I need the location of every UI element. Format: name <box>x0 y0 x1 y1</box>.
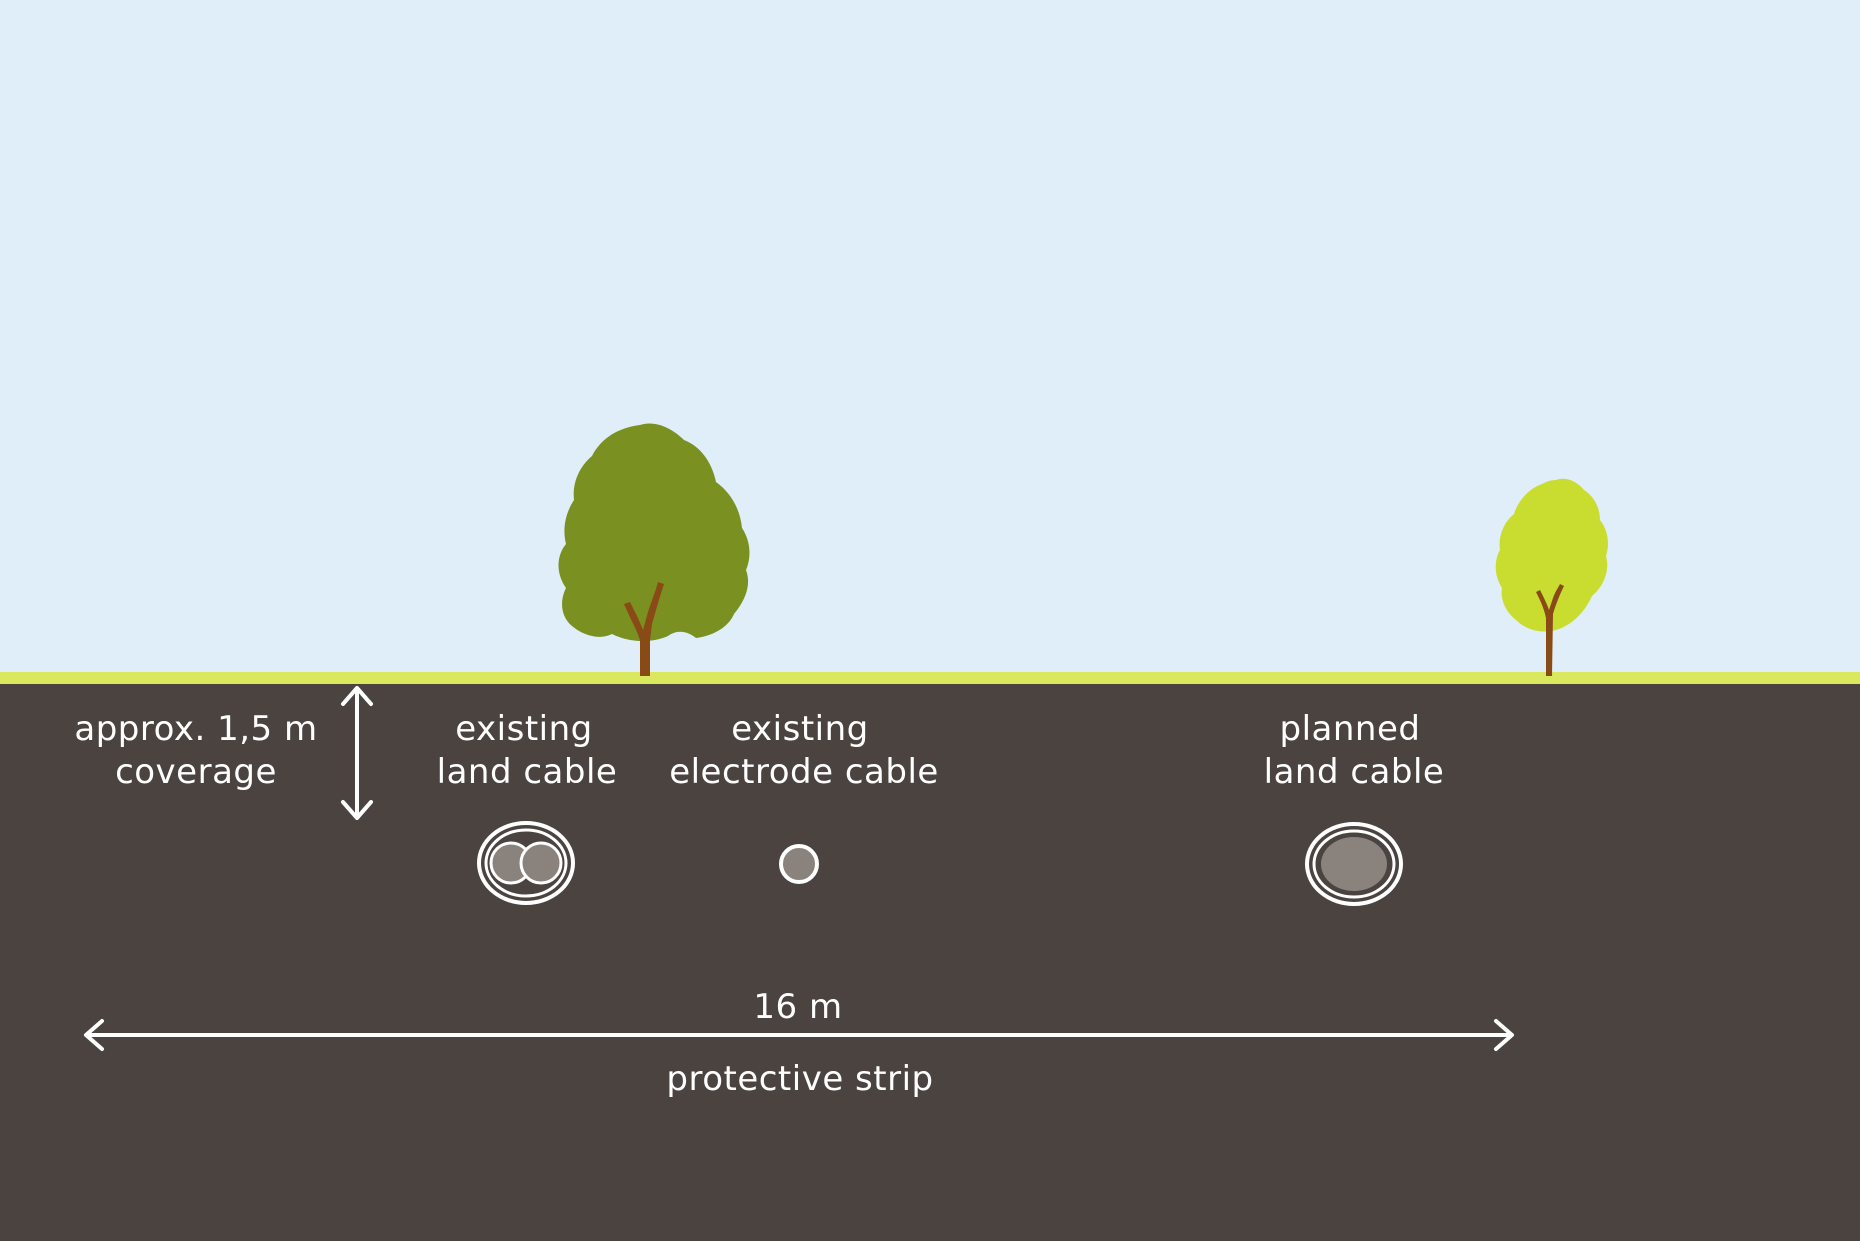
existing-electrode-cable-label-line2: electrode cable <box>669 752 939 792</box>
existing-electrode-cable-label-line1: existing <box>731 709 869 749</box>
ground-line <box>0 672 1860 684</box>
coverage-depth-arrow <box>341 686 373 820</box>
strip-width-label: 16 m <box>753 987 842 1027</box>
young-tree-icon <box>1495 478 1608 676</box>
single-core-cable-icon <box>1305 822 1403 906</box>
double-core-cable-icon <box>477 821 575 905</box>
planned-land-cable-label-line1: planned <box>1280 709 1421 749</box>
strip-width-arrow <box>84 1019 1514 1051</box>
protective-strip-label: protective strip <box>666 1059 933 1099</box>
existing-land-cable-label-line1: existing <box>455 709 593 749</box>
coverage-label-line2: coverage <box>115 752 277 792</box>
deciduous-tree-icon <box>558 423 750 676</box>
coverage-label-line1: approx. 1,5 m <box>74 709 317 749</box>
single-cable-icon <box>779 844 819 884</box>
soil <box>0 678 1860 1241</box>
planned-land-cable-label-line2: land cable <box>1264 752 1445 792</box>
existing-land-cable-label-line2: land cable <box>437 752 618 792</box>
